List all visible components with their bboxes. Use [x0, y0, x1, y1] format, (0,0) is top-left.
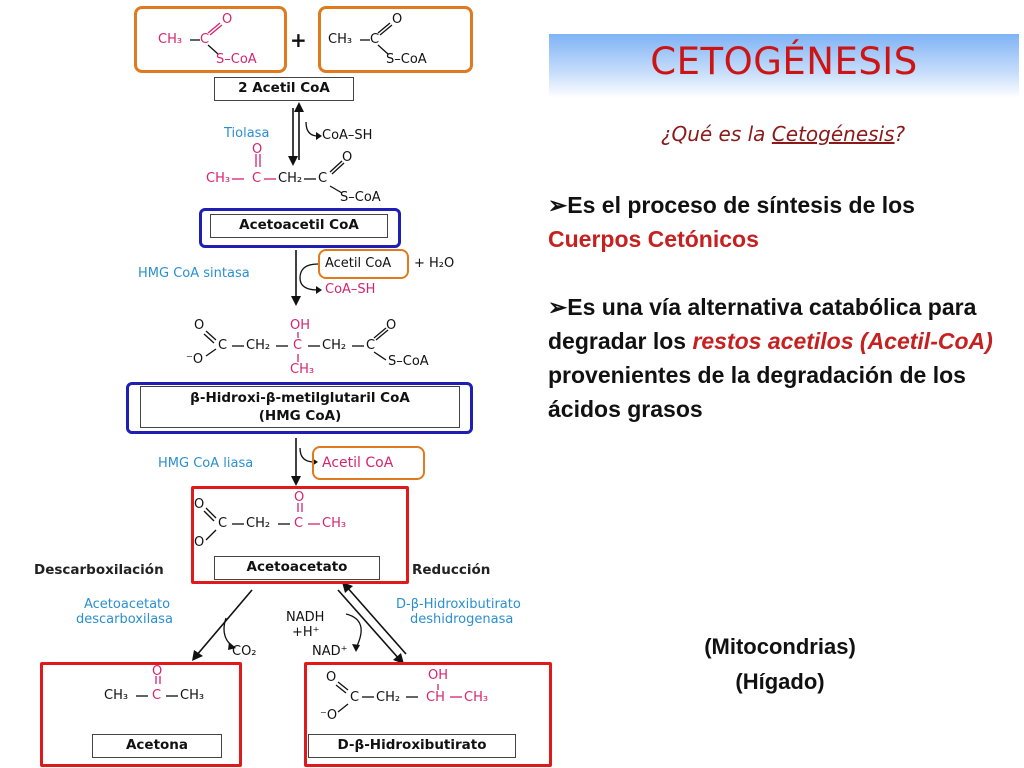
oxygen-label: O [386, 318, 397, 333]
scoa-label: S–CoA [340, 190, 381, 205]
scoa-label: S–CoA [216, 52, 257, 67]
tiolasa-enzyme-label: Tiolasa [224, 126, 270, 141]
ch3-label: CH₃ [322, 516, 347, 531]
bullet-pathway-text-a: Es una vía alternativa catabólica para d… [548, 294, 977, 354]
carbon-label: C [218, 516, 228, 531]
title-band [549, 34, 1019, 98]
bullet-pathway-text-b: provenientes de la degradación de los ác… [548, 362, 966, 422]
proton-label: +H⁺ [292, 625, 320, 640]
nad-label: NAD⁺ [312, 644, 348, 659]
oxygen-label: O [326, 670, 337, 685]
carbon-label: C [318, 171, 328, 186]
enzyme-hidroxibutirato-deshidrogenasa-line2: deshidrogenasa [410, 612, 514, 627]
question-heading: ¿Qué es la Cetogénesis? [548, 122, 1018, 146]
acetil-coa-output-frame [312, 446, 425, 480]
carbon-label: C [200, 32, 210, 47]
scoa-label: S–CoA [388, 354, 429, 369]
enzyme-acetoacetato-descarboxilasa-line2: descarboxilasa [76, 612, 173, 627]
carbon-label: C [152, 688, 162, 703]
hmg-coa-sintasa-enzyme-label: HMG CoA sintasa [138, 266, 250, 281]
oxygen-label: O [152, 664, 163, 679]
acetona-label-box: Acetona [92, 734, 222, 758]
carbon-label: C [350, 690, 360, 705]
acetyl-coa-frame-1 [134, 6, 287, 73]
bullet-definition: ➢Es el proceso de síntesis de los Cuerpo… [548, 188, 1018, 256]
oxygen-label: O [194, 497, 205, 512]
ch-label: CH [426, 690, 445, 705]
scoa-label: S–CoA [386, 52, 427, 67]
co2-label: CO₂ [232, 644, 257, 659]
page-title: CETOGÉNESIS [650, 40, 918, 83]
acetil-coa-input-frame [318, 249, 409, 279]
oxygen-label: O [342, 150, 353, 165]
location-mitocondrias: (Mitocondrias) [704, 634, 856, 659]
hmg-coa-liasa-enzyme-label: HMG CoA liasa [158, 456, 254, 471]
oxygen-label: O [294, 490, 305, 505]
question-term: Cetogénesis [771, 122, 895, 146]
acetoacetil-coa-label-box: Acetoacetil CoA [210, 214, 388, 238]
coa-sh-output-label: CoA–SH [325, 282, 376, 297]
ch3-label: CH₃ [290, 362, 315, 377]
ch2-label: CH₂ [376, 690, 401, 705]
question-prefix: ¿Qué es la [660, 122, 772, 146]
hidroxibutirato-label-box: D-β-Hidroxibutirato [308, 734, 516, 758]
carbon-label: C [218, 338, 228, 353]
oxygen-label: O [222, 12, 233, 27]
bullet-pathway: ➢Es una vía alternativa catabólica para … [548, 290, 1018, 426]
ch2-label: CH₂ [322, 338, 347, 353]
hmg-coa-name: β-Hidroxi-β-metilglutaril CoA [190, 390, 410, 406]
water-label: + H₂O [414, 256, 455, 271]
question-suffix: ? [894, 122, 906, 146]
bullet-definition-highlight: Cuerpos Cetónicos [548, 226, 759, 252]
arrow-bullet-icon: ➢ [548, 192, 568, 218]
acetona-frame [40, 662, 242, 767]
enzyme-hidroxibutirato-deshidrogenasa-line1: D-β-Hidroxibutirato [396, 597, 521, 612]
diagram-lines [136, 22, 462, 713]
hidroxibutirato-frame [304, 662, 552, 767]
acetil-coa-label-box: 2 Acetil CoA [214, 77, 354, 101]
acetil-coa-output-label: Acetil CoA [322, 455, 394, 471]
bullet-pathway-highlight: restos acetilos (Acetil-CoA) [692, 328, 993, 354]
ch3-label: CH₃ [180, 688, 205, 703]
oxygen-label: O [194, 535, 205, 550]
ch3-label: CH₃ [206, 171, 231, 186]
arrow-bullet-icon: ➢ [548, 294, 568, 320]
carboxylate-oxygen-label: ⁻O [320, 708, 338, 723]
ch2-label: CH₂ [278, 171, 303, 186]
acetil-coa-input-label: Acetil CoA [325, 256, 392, 271]
plus-sign: + [290, 28, 307, 52]
acetyl-coa-frame-2 [318, 6, 473, 73]
acetoacetato-frame [191, 486, 409, 584]
ch2-label: CH₂ [246, 516, 271, 531]
ketogenesis-pathway-diagram: CH₃ C O S–CoA + CH₃ C O S–CoA 2 Acetil C… [34, 6, 552, 767]
location-higado: (Hígado) [735, 669, 825, 694]
oxygen-label: O [194, 318, 205, 333]
oxygen-label: O [392, 12, 403, 27]
reduccion-label: Reducción [412, 562, 491, 578]
hydroxyl-label: OH [428, 668, 449, 683]
acetoacetato-label-box: Acetoacetato [214, 556, 380, 580]
acetoacetil-coa-frame [199, 208, 401, 248]
carboxylate-oxygen-label: ⁻O [186, 352, 204, 367]
carbon-label: C [252, 171, 262, 186]
descarboxilacion-label: Descarboxilación [34, 562, 164, 578]
ch3-label: CH₃ [158, 32, 183, 47]
ch3-label: CH₃ [104, 688, 129, 703]
carbon-label: C [293, 338, 303, 353]
carbon-label: C [370, 32, 380, 47]
hydroxyl-label: OH [290, 318, 311, 333]
oxygen-label: O [252, 142, 263, 157]
hmg-coa-abbreviation: (HMG CoA) [258, 408, 342, 424]
carbon-label: C [366, 338, 376, 353]
ch3-label: CH₃ [328, 32, 353, 47]
bullet-definition-text: Es el proceso de síntesis de los [567, 192, 915, 218]
ch3-label: CH₃ [464, 690, 489, 705]
enzyme-acetoacetato-descarboxilasa-line1: Acetoacetato [84, 597, 171, 612]
coa-sh-label: CoA–SH [322, 128, 373, 143]
hmg-coa-frame [126, 382, 473, 434]
hmg-coa-label-box: β-Hidroxi-β-metilglutaril CoA (HMG CoA) [140, 386, 460, 428]
nadh-label: NADH [286, 610, 325, 625]
ch2-label: CH₂ [246, 338, 271, 353]
carbon-label: C [294, 516, 304, 531]
